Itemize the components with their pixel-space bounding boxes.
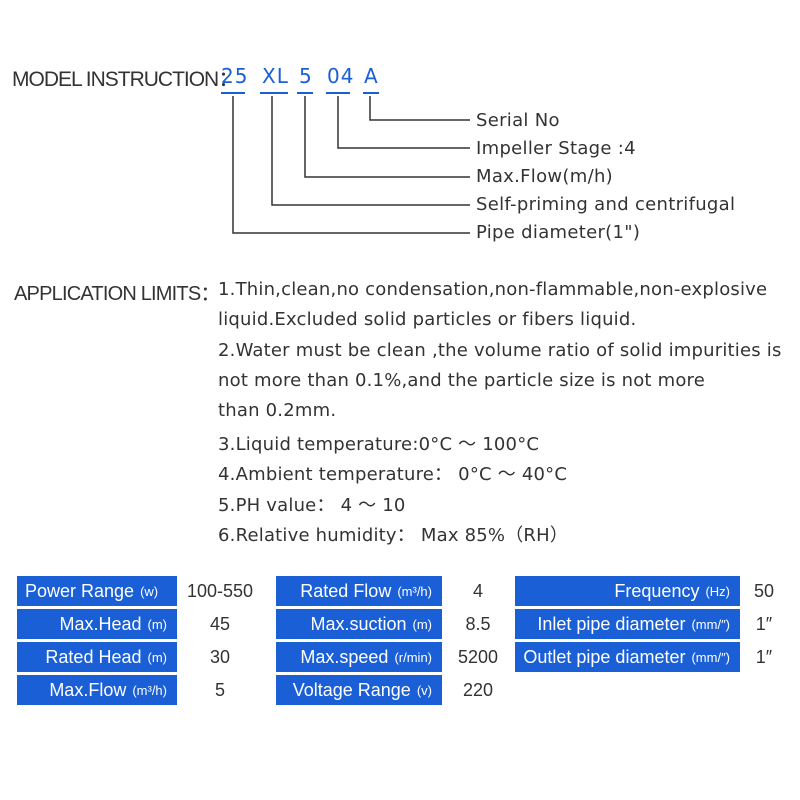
- spec-unit: (v): [416, 682, 432, 698]
- spec-label-max-head: Max.Head (m): [17, 609, 177, 639]
- code-underline: [363, 92, 379, 94]
- spec-value-max-head: 45: [209, 613, 231, 634]
- spec-label-text: Rated Head: [45, 646, 142, 667]
- legend-max-flow: Max.Flow(m/h): [476, 166, 613, 187]
- app-limit-line: 2.Water must be clean ,the volume ratio …: [218, 340, 782, 361]
- code-part-max-flow: 5: [299, 64, 313, 88]
- code-underline: [260, 92, 288, 94]
- spec-label-text: Outlet pipe diameter: [523, 646, 686, 667]
- spec-label-inlet-pipe-diameter: Inlet pipe diameter (mm/″): [515, 609, 740, 639]
- spec-unit: (m): [147, 616, 168, 632]
- model-instruction-label: MODEL INSTRUCTION：: [12, 68, 239, 91]
- spec-unit: (w): [140, 583, 159, 599]
- spec-unit: (mm/″): [691, 649, 730, 665]
- spec-label-rated-head: Rated Head (m): [17, 642, 177, 672]
- spec-label-text: Max.Flow: [49, 679, 127, 700]
- spec-label-text: Rated Flow: [300, 580, 392, 601]
- legend-self-priming: Self-priming and centrifugal: [476, 194, 736, 215]
- spec-label-max-suction: Max.suction (m): [276, 609, 442, 639]
- app-limit-line: 1.Thin,clean,no condensation,non-flammab…: [218, 279, 768, 300]
- spec-label-text: Max.speed: [300, 646, 389, 667]
- spec-unit: (r/min): [394, 649, 432, 665]
- app-limit-line: liquid.Excluded solid particles or fiber…: [218, 309, 637, 330]
- spec-label-text: Max.Head: [59, 613, 142, 634]
- spec-label-rated-flow: Rated Flow (m³/h): [276, 576, 442, 606]
- app-limit-line: 4.Ambient temperature： 0°C ～ 40°C: [218, 464, 568, 485]
- app-limit-line: not more than 0.1%,and the particle size…: [218, 370, 706, 391]
- spec-value-frequency: 50: [753, 580, 775, 601]
- spec-value-max-flow: 5: [214, 679, 225, 700]
- spec-value-max-suction: 8.5: [465, 613, 491, 634]
- legend-pipe-diameter: Pipe diameter(1"): [476, 222, 641, 243]
- legend-serial-no: Serial No: [476, 110, 560, 131]
- app-limit-line: 3.Liquid temperature:0°C ～ 100°C: [218, 434, 540, 455]
- spec-label-voltage-range: Voltage Range (v): [276, 675, 442, 705]
- spec-label-text: Voltage Range: [292, 679, 411, 700]
- code-part-impeller-stage: 04: [327, 64, 355, 88]
- app-limit-line: 5.PH value： 4 ～ 10: [218, 495, 406, 516]
- spec-label-text: Max.suction: [310, 613, 407, 634]
- spec-unit: (m³/h): [397, 583, 432, 599]
- spec-value-rated-head: 30: [209, 646, 231, 667]
- application-limits-label: APPLICATION LIMITS：: [14, 283, 220, 305]
- legend-impeller-stage: Impeller Stage :4: [476, 138, 636, 159]
- code-underline: [297, 92, 313, 94]
- app-limit-line: than 0.2mm.: [218, 400, 337, 421]
- spec-label-power-range: Power Range (w): [17, 576, 177, 606]
- spec-unit: (mm/″): [691, 616, 730, 632]
- spec-label-text: Inlet pipe diameter: [537, 613, 686, 634]
- code-underline: [326, 92, 350, 94]
- code-part-serial: A: [364, 64, 379, 88]
- code-part-pipe-diameter: 25: [221, 64, 249, 88]
- model-bracket-lines: [232, 96, 470, 234]
- spec-value-voltage-range: 220: [462, 679, 494, 700]
- spec-unit: (m): [412, 616, 433, 632]
- spec-label-frequency: Frequency (Hz): [515, 576, 740, 606]
- spec-label-text: Power Range: [25, 580, 135, 601]
- spec-value-max-speed: 5200: [457, 646, 499, 667]
- spec-value-rated-flow: 4: [472, 580, 483, 601]
- spec-label-text: Frequency: [614, 580, 700, 601]
- code-underline: [221, 92, 245, 94]
- spec-value-inlet-pipe-diameter: 1″: [755, 613, 773, 634]
- spec-value-outlet-pipe-diameter: 1″: [755, 646, 773, 667]
- code-part-type: XL: [262, 64, 289, 88]
- spec-unit: (m): [147, 649, 168, 665]
- spec-label-max-speed: Max.speed (r/min): [276, 642, 442, 672]
- spec-label-outlet-pipe-diameter: Outlet pipe diameter (mm/″): [515, 642, 740, 672]
- spec-unit: (m³/h): [132, 682, 167, 698]
- app-limit-line: 6.Relative humidity： Max 85%（RH）: [218, 525, 569, 546]
- spec-label-max-flow: Max.Flow (m³/h): [17, 675, 177, 705]
- spec-unit: (Hz): [705, 583, 730, 599]
- spec-value-power-range: 100-550: [186, 580, 254, 601]
